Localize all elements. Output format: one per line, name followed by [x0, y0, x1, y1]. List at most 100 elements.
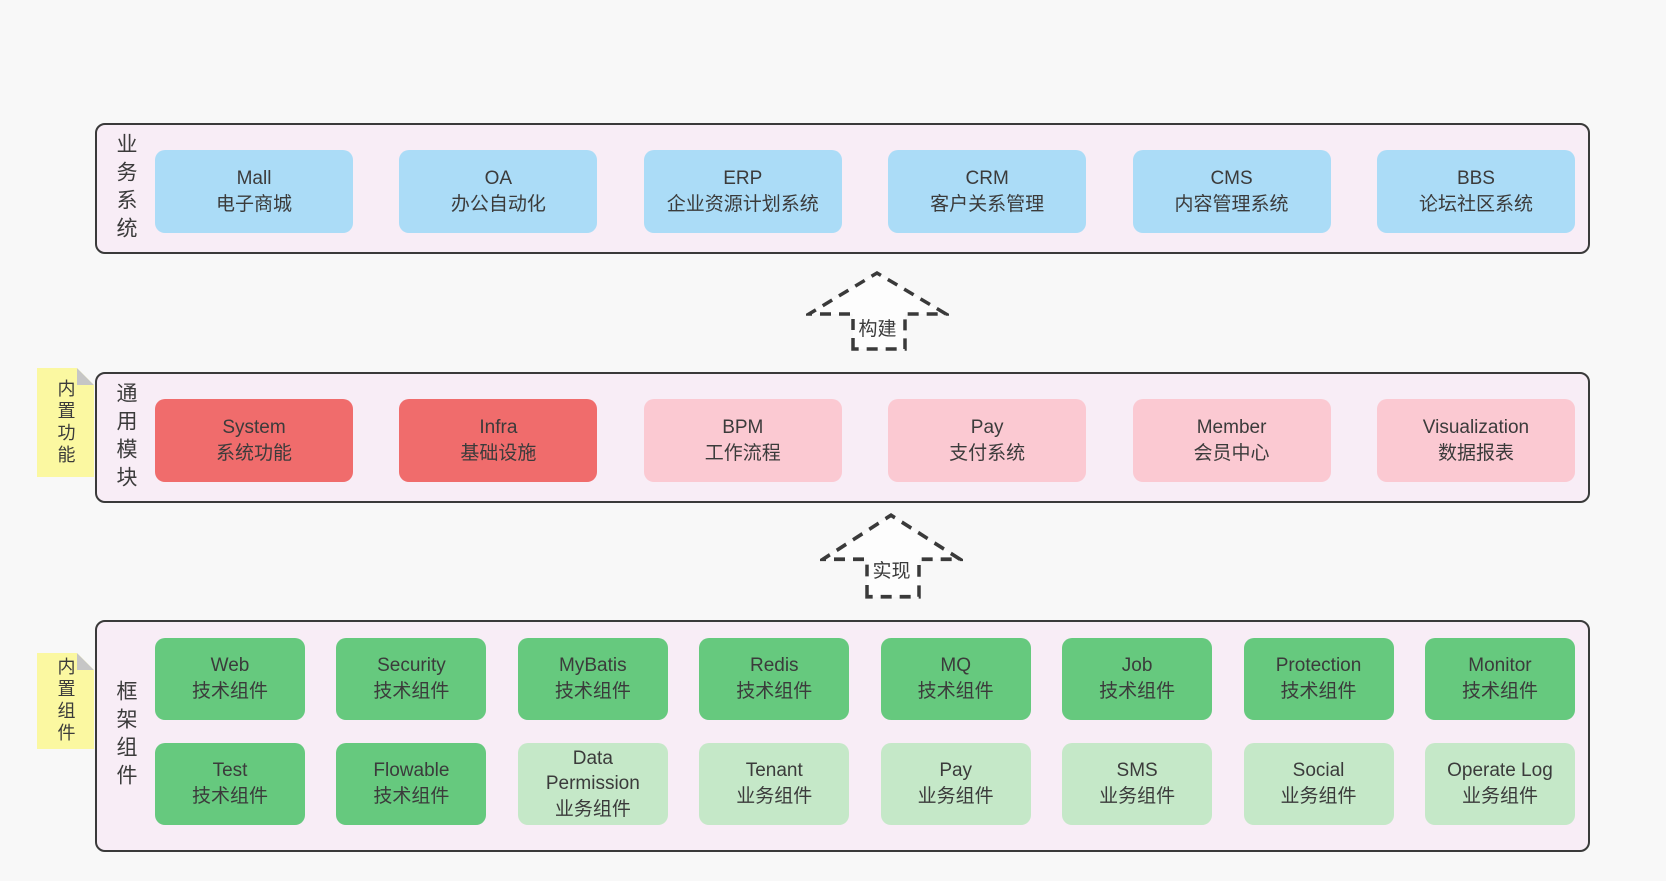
implement-arrow-label: 实现: [872, 561, 911, 582]
box-title: Redis: [749, 655, 799, 677]
box-member: Member 会员中心: [1132, 399, 1331, 482]
box-subtitle: 技术组件: [373, 786, 450, 807]
box-subtitle: 业务组件: [1280, 786, 1357, 807]
box-cms: CMS 内容管理系统: [1132, 150, 1331, 233]
box-title: Data Permission: [545, 747, 640, 795]
band-business-systems: 业务系统 Mall 电子商城 OA 办公自动化 ERP 企业资源计划系统 CRM…: [95, 123, 1590, 254]
box-title: OA: [484, 167, 513, 189]
sticky-note-text: 内置功能: [55, 378, 76, 467]
box-subtitle: 支付系统: [949, 442, 1026, 464]
box-social: Social 业务组件: [1243, 743, 1394, 825]
box-oa: OA 办公自动化: [399, 150, 598, 233]
band-label-business-systems: 业务系统: [114, 132, 137, 245]
box-infra: Infra 基础设施: [399, 399, 598, 482]
box-title: BBS: [1456, 167, 1495, 189]
box-subtitle: 业务组件: [917, 786, 994, 807]
box-subtitle: 技术组件: [191, 786, 268, 807]
box-subtitle: 数据报表: [1437, 442, 1514, 464]
box-title: Test: [212, 760, 248, 782]
box-redis: Redis 技术组件: [699, 638, 850, 720]
box-title: CRM: [965, 167, 1009, 189]
box-subtitle: 电子商城: [215, 193, 292, 215]
band-label-common-modules: 通用模块: [114, 381, 137, 494]
box-subtitle: 技术组件: [736, 681, 813, 702]
box-subtitle: 业务组件: [1461, 786, 1538, 807]
box-title: Flowable: [373, 760, 450, 782]
band-framework-components: 框架组件 Web 技术组件 Security 技术组件 MyBatis 技术组件…: [95, 620, 1590, 852]
box-mybatis: MyBatis 技术组件: [517, 638, 668, 720]
box-title: Security: [377, 655, 446, 677]
box-subtitle: 技术组件: [373, 681, 450, 702]
box-title: Member: [1196, 416, 1267, 438]
box-subtitle: 业务组件: [1099, 786, 1176, 807]
box-subtitle: 办公自动化: [450, 193, 546, 215]
box-subtitle: 技术组件: [554, 681, 631, 702]
framework-components-row-2: Test 技术组件 Flowable 技术组件 Data Permission …: [155, 743, 1575, 825]
box-test: Test 技术组件: [155, 743, 305, 825]
box-title: MQ: [940, 655, 971, 677]
band-label-framework-components: 框架组件: [114, 680, 137, 792]
box-monitor: Monitor 技术组件: [1424, 638, 1575, 720]
sticky-note-text: 内置组件: [55, 657, 76, 745]
box-subtitle: 技术组件: [1099, 681, 1176, 702]
box-title: MyBatis: [559, 655, 627, 677]
box-web: Web 技术组件: [155, 638, 305, 720]
box-pay: Pay 支付系统: [888, 399, 1087, 482]
up-block-arrow-icon: [820, 513, 963, 599]
box-visualization: Visualization 数据报表: [1376, 399, 1575, 482]
box-subtitle: 工作流程: [704, 442, 781, 464]
implement-arrow: 实现: [820, 512, 963, 600]
box-data-permission: Data Permission 业务组件: [517, 743, 668, 825]
box-job: Job 技术组件: [1062, 638, 1213, 720]
box-tenant: Tenant 业务组件: [699, 743, 850, 825]
box-title: Pay: [939, 760, 973, 782]
box-title: Protection: [1275, 655, 1362, 677]
common-modules-row: System 系统功能 Infra 基础设施 BPM 工作流程 Pay 支付系统…: [155, 399, 1575, 482]
folded-corner-icon: [77, 653, 94, 670]
box-subtitle: 技术组件: [1461, 681, 1538, 702]
box-subtitle: 内容管理系统: [1174, 193, 1289, 215]
box-subtitle: 论坛社区系统: [1418, 193, 1533, 215]
box-flowable: Flowable 技术组件: [336, 743, 487, 825]
box-title: Social: [1292, 760, 1345, 782]
box-pay-business: Pay 业务组件: [880, 743, 1031, 825]
framework-components-row-1: Web 技术组件 Security 技术组件 MyBatis 技术组件 Redi…: [155, 638, 1575, 720]
box-title: CMS: [1210, 167, 1253, 189]
box-subtitle: 系统功能: [215, 442, 292, 464]
box-mq: MQ 技术组件: [880, 638, 1031, 720]
box-sms: SMS 业务组件: [1062, 743, 1213, 825]
box-subtitle: 基础设施: [460, 442, 537, 464]
box-title: BPM: [722, 416, 764, 438]
box-subtitle: 会员中心: [1193, 442, 1270, 464]
box-title: System: [222, 416, 286, 438]
box-title: Operate Log: [1447, 760, 1553, 782]
box-crm: CRM 客户关系管理: [888, 150, 1087, 233]
box-title: Monitor: [1468, 655, 1532, 677]
business-systems-row: Mall 电子商城 OA 办公自动化 ERP 企业资源计划系统 CRM 客户关系…: [155, 150, 1575, 233]
box-subtitle: 业务组件: [554, 798, 631, 820]
box-mall: Mall 电子商城: [155, 150, 353, 233]
folded-corner-icon: [77, 368, 94, 385]
box-subtitle: 企业资源计划系统: [666, 193, 819, 215]
box-protection: Protection 技术组件: [1243, 638, 1394, 720]
box-security: Security 技术组件: [336, 638, 487, 720]
box-subtitle: 业务组件: [736, 786, 813, 807]
box-bpm: BPM 工作流程: [643, 399, 842, 482]
box-system: System 系统功能: [155, 399, 353, 482]
box-title: Job: [1121, 655, 1153, 677]
box-bbs: BBS 论坛社区系统: [1376, 150, 1575, 233]
box-operate-log: Operate Log 业务组件: [1424, 743, 1575, 825]
band-common-modules: 通用模块 System 系统功能 Infra 基础设施 BPM 工作流程 Pay…: [95, 372, 1590, 503]
box-title: SMS: [1116, 760, 1158, 782]
box-title: Tenant: [745, 760, 803, 782]
box-title: Infra: [479, 416, 518, 438]
box-erp: ERP 企业资源计划系统: [643, 150, 842, 233]
sticky-note-built-in-components: 内置组件: [37, 653, 94, 749]
box-title: Mall: [236, 167, 272, 189]
build-arrow: 构建: [806, 270, 949, 352]
box-subtitle: 技术组件: [1280, 681, 1357, 702]
box-title: Visualization: [1422, 416, 1530, 438]
up-block-arrow-icon: [806, 270, 949, 351]
sticky-note-built-in-functions: 内置功能: [37, 368, 94, 477]
box-subtitle: 技术组件: [191, 681, 268, 702]
